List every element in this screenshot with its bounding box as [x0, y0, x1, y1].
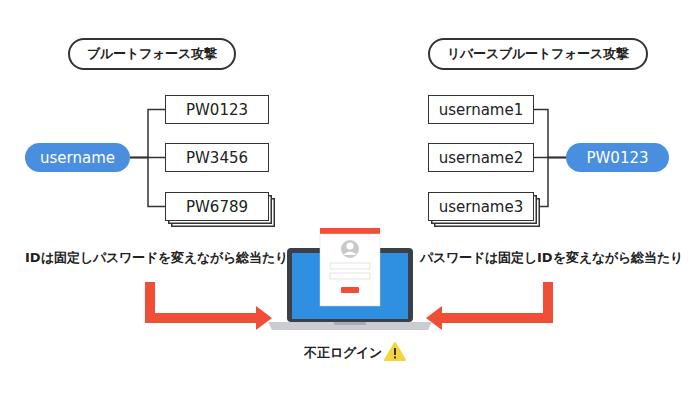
node-text: PW0123	[186, 101, 248, 119]
node-text: username	[40, 149, 115, 167]
note-label: IDは固定しパスワードを変えながら総当たり	[25, 249, 288, 267]
fixed-password-pill: PW0123	[566, 143, 669, 172]
node-text: PW3456	[186, 149, 248, 167]
password-box: PW0123	[165, 95, 269, 124]
title-pill: ブルートフォース攻撃	[68, 38, 236, 70]
node-text: リバースブルートフォース攻撃	[447, 45, 629, 63]
node-text: username3	[439, 198, 524, 216]
bracket-connector	[130, 110, 165, 158]
result-label: 不正ログイン	[304, 344, 382, 362]
username-box: username2	[428, 143, 534, 172]
bracket-connector	[534, 110, 566, 158]
node-text: ブルートフォース攻撃	[87, 45, 217, 63]
note-label: パスワードは固定しIDを変えながら総当たり	[420, 249, 683, 267]
password-box: PW6789	[165, 192, 269, 221]
bracket-connector	[534, 158, 566, 207]
username-box: username1	[428, 95, 534, 124]
password-box: PW3456	[165, 143, 269, 172]
node-text: username1	[439, 101, 524, 119]
node-text: PW0123	[586, 149, 648, 167]
fixed-id-pill: username	[25, 143, 130, 172]
bracket-connector	[130, 158, 165, 207]
warning-icon	[385, 343, 405, 360]
username-box: username3	[428, 192, 534, 221]
laptop-illustration	[268, 228, 432, 330]
node-text: username2	[439, 149, 524, 167]
node-text: PW6789	[186, 198, 248, 216]
title-pill: リバースブルートフォース攻撃	[428, 38, 648, 70]
